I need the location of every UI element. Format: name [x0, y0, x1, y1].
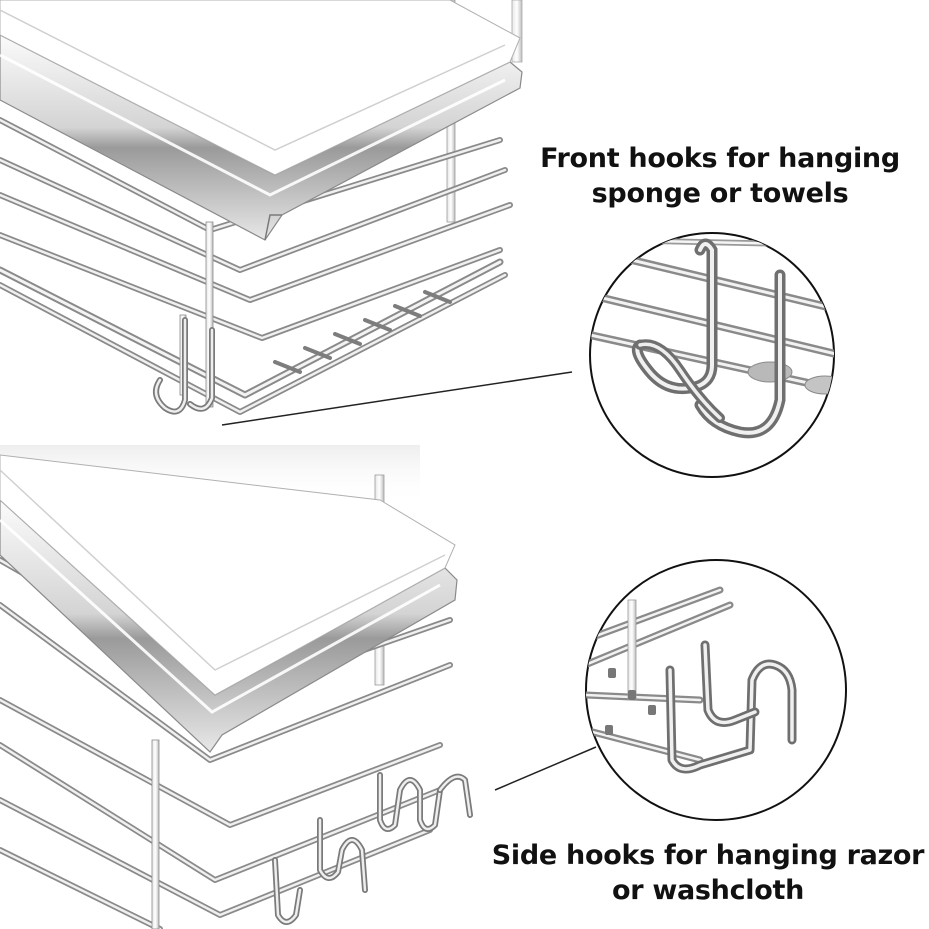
- side-hooks-caption-line2: or washcloth: [611, 875, 805, 906]
- callout-line-side: [494, 746, 597, 791]
- side-hooks-caption-line1: Side hooks for hanging razor: [491, 840, 925, 871]
- front-hooks-caption-line1: Front hooks for hanging: [540, 143, 900, 174]
- front-hooks-caption: Front hooks for hanging sponge or towels: [540, 141, 900, 211]
- side-hooks-caption: Side hooks for hanging razor or washclot…: [488, 838, 928, 908]
- side-hook-zoom-circle: [585, 559, 847, 821]
- callout-line-front: [221, 371, 573, 426]
- top-shelf-basket: [0, 0, 523, 415]
- bottom-shelf-basket: [0, 445, 473, 929]
- front-hooks-caption-line2: sponge or towels: [591, 178, 849, 209]
- front-hook-zoom-circle: [589, 232, 835, 478]
